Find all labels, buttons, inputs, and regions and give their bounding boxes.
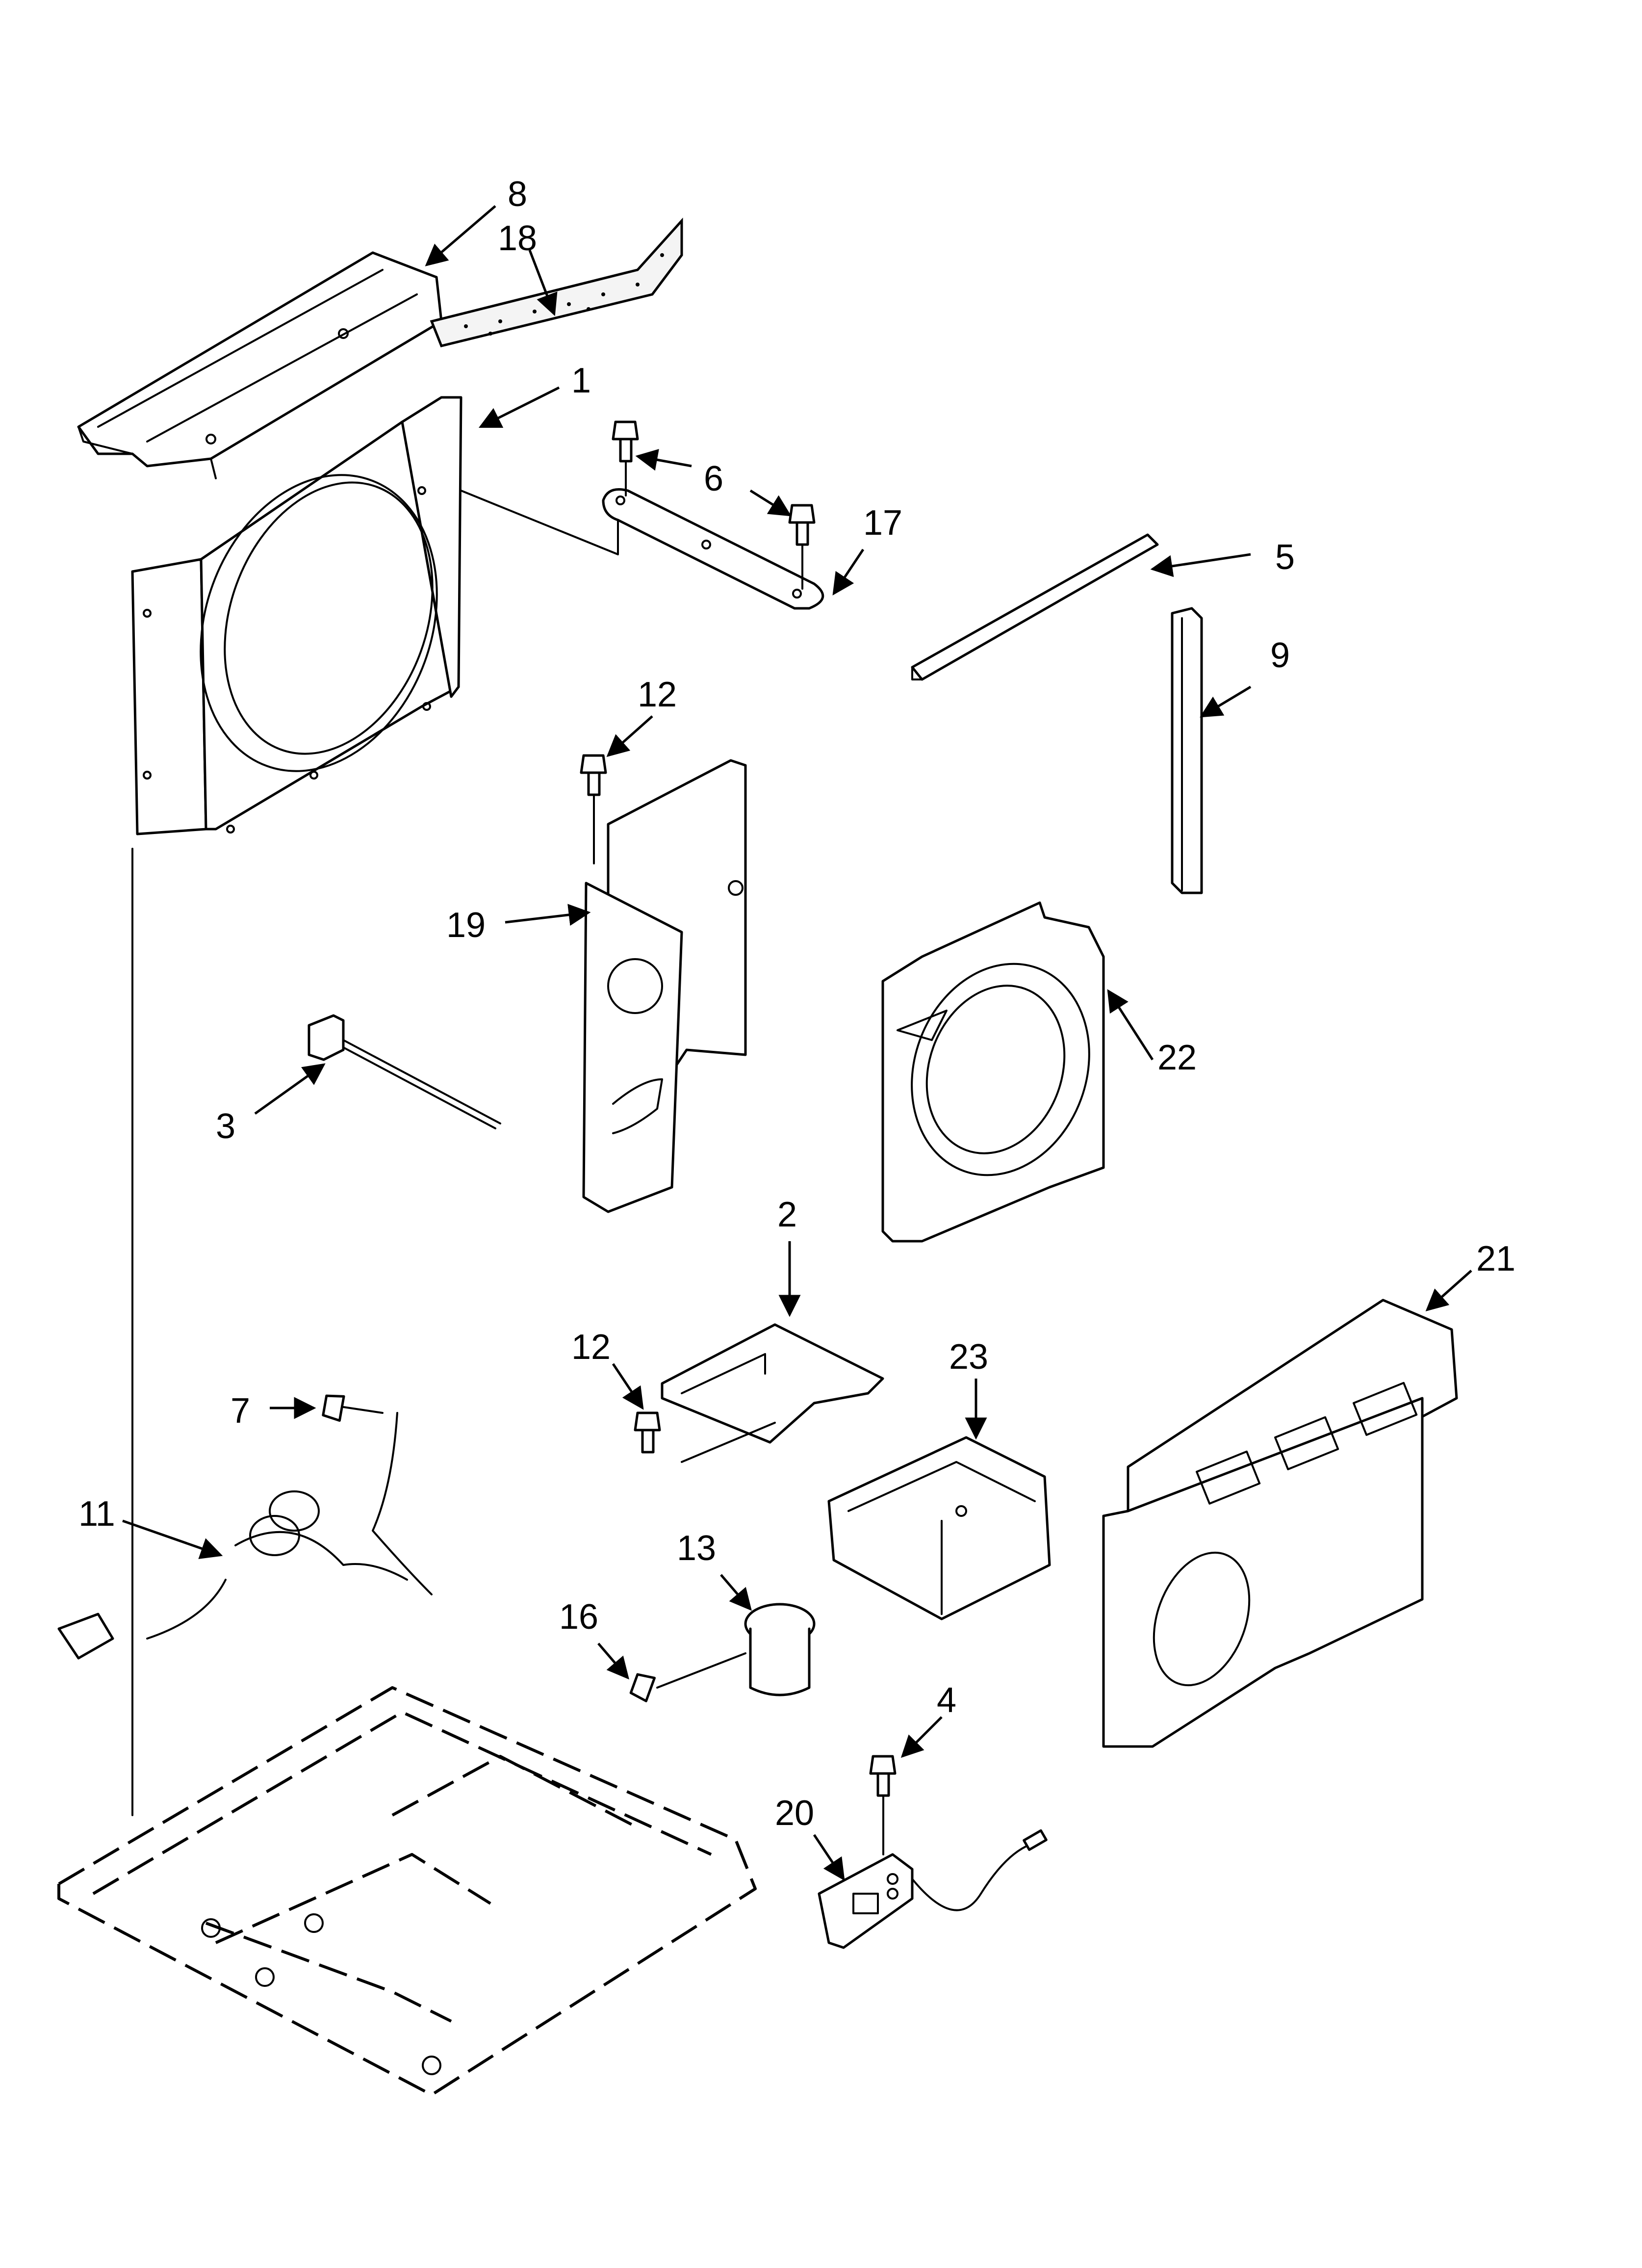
callout-21: 21 [1476, 1239, 1515, 1278]
callout-labels: 8 18 1 6 17 5 9 12 19 3 22 2 12 23 21 7 … [78, 175, 1515, 1833]
callout-23: 23 [949, 1337, 988, 1377]
part-13-capacitor [744, 1603, 816, 1696]
base-pan [57, 1686, 757, 2096]
part-9-bar [1171, 607, 1203, 894]
callout-8: 8 [508, 175, 527, 214]
callout-2: 2 [777, 1195, 797, 1234]
callout-1: 1 [571, 361, 591, 400]
callout-5: 5 [1275, 538, 1295, 577]
part-20-control-board [818, 1829, 1048, 1949]
part-21-housing [1102, 1299, 1458, 1748]
part-19-motor-bracket [582, 759, 747, 1213]
screw-4 [869, 1755, 897, 1855]
callout-arrows [122, 205, 1472, 1881]
callout-22: 22 [1157, 1038, 1197, 1077]
screw-12a [580, 754, 607, 864]
part-22-scroll [881, 901, 1105, 1243]
part-3-probe [308, 1014, 501, 1129]
callout-3: 3 [216, 1107, 235, 1146]
screw-6b [788, 504, 816, 590]
part-17-bracket [602, 488, 824, 610]
callout-12a: 12 [638, 675, 677, 714]
part-5-bar [911, 533, 1159, 681]
callout-20: 20 [775, 1794, 814, 1833]
part-2-plate [661, 1323, 884, 1463]
callout-19: 19 [446, 906, 486, 945]
callout-11: 11 [78, 1494, 115, 1534]
callout-7: 7 [231, 1391, 250, 1431]
callout-6: 6 [704, 459, 723, 498]
screw-6a [612, 420, 639, 496]
callout-9: 9 [1270, 636, 1290, 675]
screw-7 [322, 1394, 384, 1422]
part-1-fan-shroud [131, 396, 619, 835]
screw-12b [634, 1411, 661, 1454]
callout-17: 17 [863, 503, 902, 543]
callout-4: 4 [937, 1681, 956, 1720]
callout-18: 18 [498, 219, 537, 258]
callout-16: 16 [559, 1597, 598, 1637]
part-11-power-cord [57, 1412, 433, 1660]
callout-13: 13 [677, 1529, 716, 1568]
part-8-top-channel [77, 251, 443, 479]
screw-16 [629, 1652, 746, 1702]
part-23-box [827, 1436, 1051, 1620]
callout-12b: 12 [571, 1328, 611, 1367]
part-18-foam-strip [430, 217, 683, 347]
